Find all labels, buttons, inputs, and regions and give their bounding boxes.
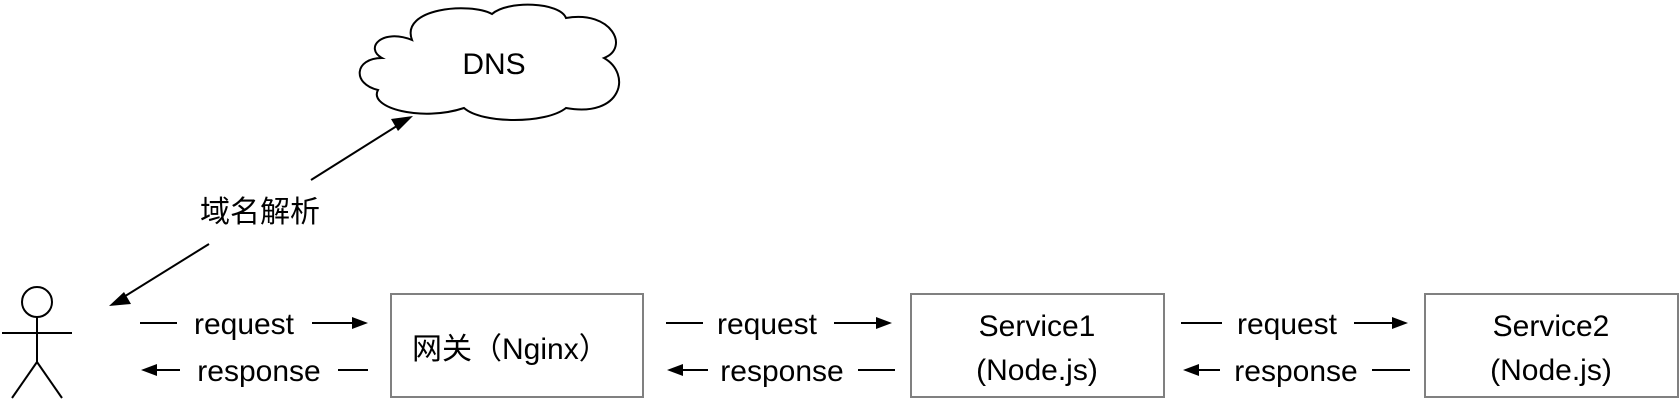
service2-node: Service2 (Node.js) (1424, 293, 1679, 398)
response-label: response (1234, 355, 1357, 388)
gateway-node: 网关（Nginx） (390, 293, 644, 398)
service1-name: Service1 (979, 310, 1096, 343)
edge-gateway-service1: request response (666, 308, 895, 388)
arrowhead-left-icon (141, 364, 157, 376)
dns-label: DNS (462, 48, 525, 81)
arrowhead-right-icon (352, 317, 368, 329)
arrowhead-left-icon (1183, 364, 1199, 376)
service1-runtime: (Node.js) (976, 354, 1098, 387)
user-actor-icon (2, 286, 72, 399)
service2-name: Service2 (1493, 310, 1610, 343)
edge-service1-service2: request response (1181, 308, 1410, 388)
arrowhead-down-left-icon (109, 292, 131, 306)
service2-box (1424, 293, 1679, 398)
response-label: response (197, 355, 320, 388)
arrowhead-up-right-icon (391, 116, 413, 131)
service2-runtime: (Node.js) (1490, 354, 1612, 387)
request-label: request (717, 308, 818, 341)
request-label: request (194, 308, 295, 341)
response-label: response (720, 355, 843, 388)
dns-cloud-shape (358, 3, 621, 121)
service1-box (910, 293, 1165, 398)
dns-resolution-line-upper (310, 123, 401, 181)
arrowhead-left-icon (667, 364, 683, 376)
gateway-label: 网关（Nginx） (412, 333, 609, 366)
gateway-box (390, 293, 644, 398)
dns-node: DNS (358, 3, 621, 121)
arrowhead-right-icon (1392, 317, 1408, 329)
dns-resolution-edge: 域名解析 (109, 116, 413, 306)
service1-node: Service1 (Node.js) (910, 293, 1165, 398)
arrowhead-right-icon (876, 317, 892, 329)
request-label: request (1237, 308, 1338, 341)
dns-resolution-line-lower (121, 243, 210, 299)
dns-resolution-label: 域名解析 (200, 196, 320, 229)
edge-user-gateway: request response (140, 308, 368, 388)
